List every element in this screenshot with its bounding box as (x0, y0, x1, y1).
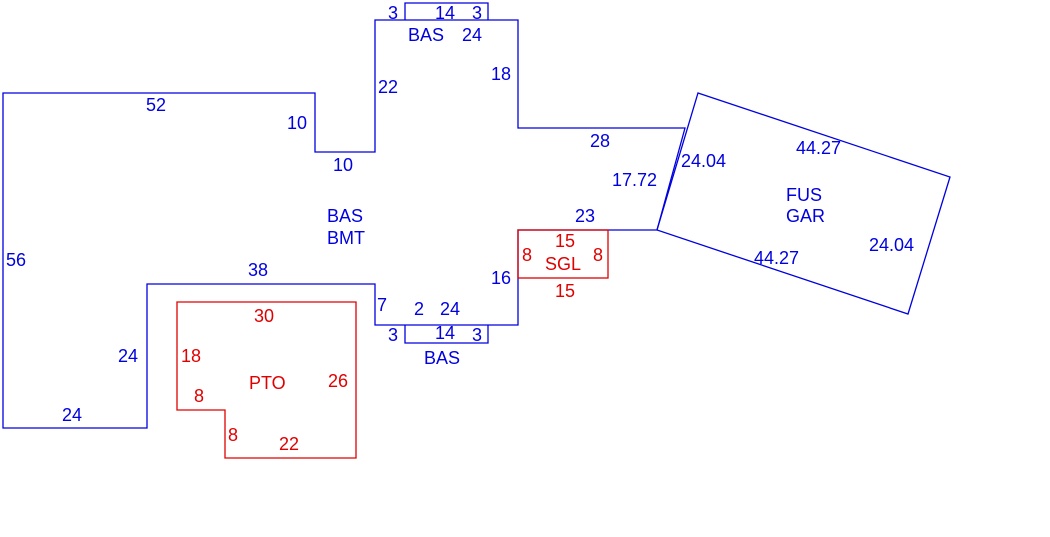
dim: 44.27 (796, 138, 841, 158)
sgl-outline (517, 229, 609, 279)
dim: 15 (555, 231, 575, 251)
area-label-pto: PTO (249, 373, 286, 393)
dim: 28 (590, 131, 610, 151)
area-label-bas: BAS (327, 206, 363, 226)
garage-outline (656, 92, 951, 315)
bay-bottom-outline (404, 325, 489, 344)
dim: 14 (435, 3, 455, 23)
dim: 18 (491, 64, 511, 84)
pto-outline (176, 301, 357, 459)
dim: 24.04 (869, 235, 914, 255)
dim: 10 (287, 113, 307, 133)
dim: 8 (522, 245, 532, 265)
dim: 24.04 (681, 151, 726, 171)
area-label-bas-top: BAS (408, 25, 444, 45)
dim: 38 (248, 260, 268, 280)
dim: 24 (440, 299, 460, 319)
bay-top-outline (404, 2, 489, 20)
dim: 24 (118, 346, 138, 366)
dim: 22 (378, 77, 398, 97)
dim: 14 (435, 323, 455, 343)
dim: 15 (555, 281, 575, 301)
dim: 8 (593, 245, 603, 265)
dim: 3 (388, 3, 398, 23)
dim: 3 (472, 3, 482, 23)
dim: 16 (491, 268, 511, 288)
dim: 44.27 (754, 248, 799, 268)
dim: 56 (6, 250, 26, 270)
dim: 2 (414, 299, 424, 319)
dim: 23 (575, 206, 595, 226)
dim: 30 (254, 306, 274, 326)
dim: 7 (377, 295, 387, 315)
dim: 8 (228, 425, 238, 445)
dim: 22 (279, 434, 299, 454)
dim: 26 (328, 371, 348, 391)
area-label-fus: FUS (786, 185, 822, 205)
area-label-bmt: BMT (327, 228, 365, 248)
area-label-gar: GAR (786, 206, 825, 226)
dim: 24 (62, 405, 82, 425)
dim: 17.72 (612, 170, 657, 190)
dim: 52 (146, 95, 166, 115)
dim: 10 (333, 155, 353, 175)
area-label-sgl: SGL (545, 254, 581, 274)
dim-bas-top-overlap: 24 (462, 25, 482, 45)
area-label-bas-bottom: BAS (424, 348, 460, 368)
dim: 3 (472, 325, 482, 345)
dim: 8 (194, 386, 204, 406)
dim: 18 (181, 346, 201, 366)
dim: 3 (388, 325, 398, 345)
